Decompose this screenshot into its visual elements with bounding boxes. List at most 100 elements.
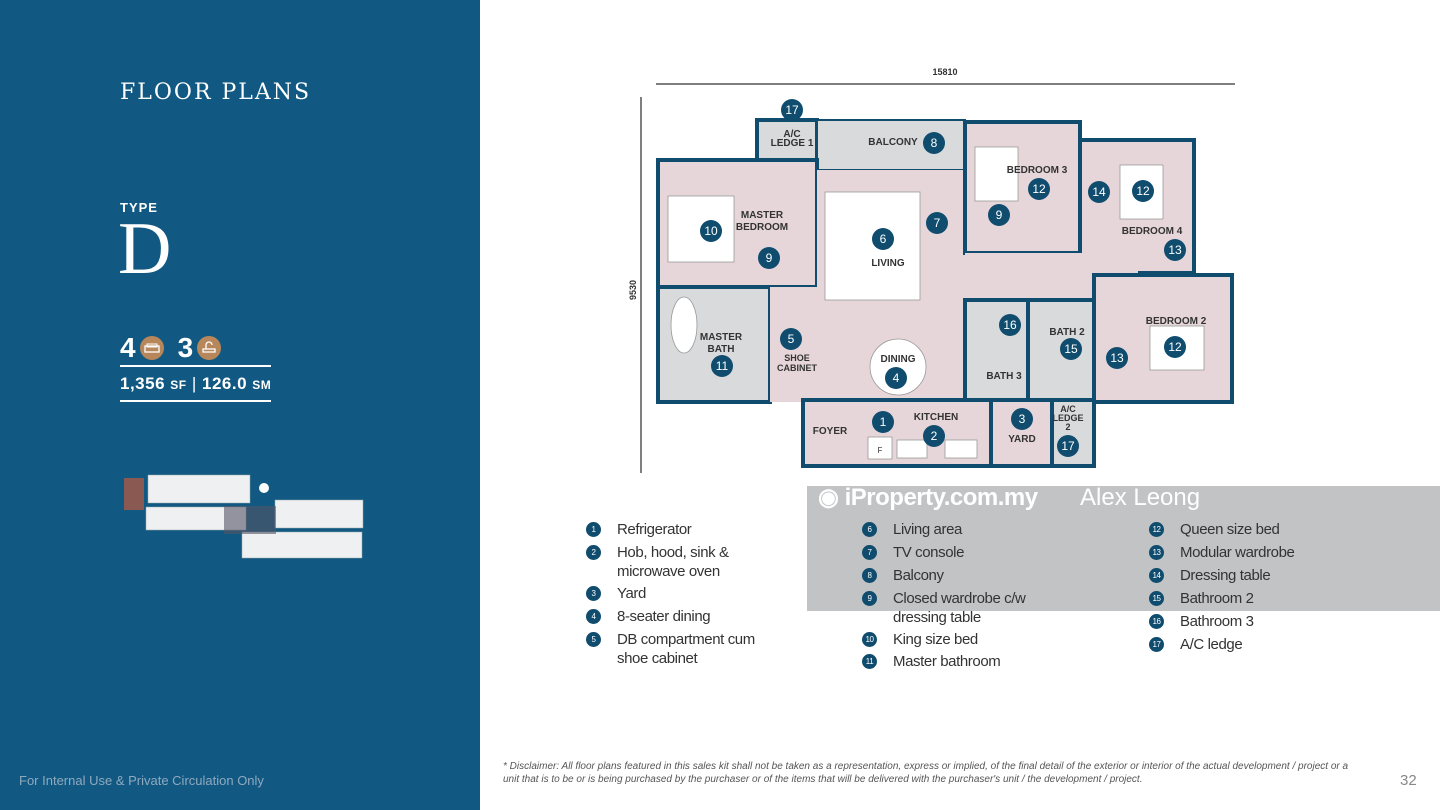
marker-number: 11 bbox=[716, 359, 729, 373]
room-label: CABINET bbox=[777, 363, 818, 373]
marker-circle bbox=[758, 247, 780, 269]
marker-number: 9 bbox=[766, 251, 773, 265]
marker-number: 7 bbox=[934, 216, 941, 230]
legend-text: King size bed bbox=[893, 631, 978, 648]
room-label: KITCHEN bbox=[914, 412, 958, 423]
marker-number: 13 bbox=[1110, 351, 1124, 365]
marker-circle bbox=[780, 328, 802, 350]
bed-3 bbox=[974, 146, 1019, 202]
footer-note: For Internal Use & Private Circulation O… bbox=[19, 773, 264, 788]
legend-item: 5 DB compartment cum shoe cabinet bbox=[586, 630, 783, 668]
marker-number: 9 bbox=[996, 208, 1003, 222]
plan-marker: 16 bbox=[999, 314, 1021, 336]
plan-marker: 13 bbox=[1164, 239, 1186, 261]
marker-circle bbox=[885, 367, 907, 389]
legend-number: 16 bbox=[1149, 614, 1164, 629]
room-label: MASTER bbox=[700, 332, 743, 343]
legend-text: Hob, hood, sink & microwave oven bbox=[617, 544, 729, 580]
plan-marker: 14 bbox=[1088, 181, 1110, 203]
width-dimension: 15810 bbox=[932, 67, 957, 77]
marker-circle bbox=[1164, 239, 1186, 261]
area-sm-unit: SM bbox=[252, 378, 272, 392]
plan-marker: 6 bbox=[872, 228, 894, 250]
marker-circle bbox=[923, 425, 945, 447]
marker-number: 17 bbox=[785, 103, 799, 117]
legend-number: 9 bbox=[862, 591, 877, 606]
divider bbox=[120, 365, 271, 367]
height-dimension: 9530 bbox=[628, 280, 638, 300]
plan-marker: 1 bbox=[872, 411, 894, 433]
room-label: YARD bbox=[1008, 434, 1035, 445]
legend-text: Closed wardrobe c/w dressing table bbox=[893, 590, 1026, 626]
marker-circle bbox=[1164, 336, 1186, 358]
room-label: BEDROOM bbox=[736, 222, 788, 233]
sink bbox=[944, 439, 978, 459]
type-value: D bbox=[118, 208, 172, 290]
legend-number: 11 bbox=[862, 654, 877, 669]
legend-text: Bathroom 2 bbox=[1180, 590, 1254, 607]
marker-number: 12 bbox=[1136, 184, 1150, 198]
room-counts: 4 3 bbox=[120, 332, 231, 364]
plan-marker: 17 bbox=[1057, 435, 1079, 457]
fridge-label: F bbox=[878, 446, 883, 455]
room-label: FOYER bbox=[813, 426, 848, 437]
legend-number: 17 bbox=[1149, 637, 1164, 652]
legend-text: Yard bbox=[617, 585, 646, 602]
room-label: MASTER bbox=[741, 210, 784, 221]
marker-circle bbox=[923, 132, 945, 154]
marker-circle bbox=[1057, 435, 1079, 457]
marker-circle bbox=[711, 355, 733, 377]
room-label: 2 bbox=[1065, 422, 1070, 432]
legend-number: 15 bbox=[1149, 591, 1164, 606]
plan-marker: 3 bbox=[1011, 408, 1033, 430]
marker-circle bbox=[872, 411, 894, 433]
room-label: A/C bbox=[783, 129, 800, 140]
marker-circle bbox=[781, 99, 803, 121]
room-label: LEDGE bbox=[1052, 413, 1083, 423]
marker-circle bbox=[700, 220, 722, 242]
legend-number: 12 bbox=[1149, 522, 1164, 537]
hob bbox=[896, 439, 928, 459]
legend-number: 5 bbox=[586, 632, 601, 647]
area-sf: 1,356 bbox=[120, 374, 166, 393]
bed-icon bbox=[139, 336, 164, 360]
legend-item: 15 Bathroom 2 bbox=[1149, 589, 1361, 608]
bedroom-count: 4 bbox=[120, 332, 136, 363]
page-title: FLOOR PLANS bbox=[120, 80, 312, 105]
page-number: 32 bbox=[1400, 772, 1417, 789]
area-sm: 126.0 bbox=[202, 374, 248, 393]
room-label: A/C bbox=[1060, 404, 1076, 414]
legend-text: Balcony bbox=[893, 567, 944, 584]
marker-circle bbox=[1132, 180, 1154, 202]
legend-text: DB compartment cum shoe cabinet bbox=[617, 631, 755, 667]
legend-number: 6 bbox=[862, 522, 877, 537]
marker-number: 16 bbox=[1003, 318, 1017, 332]
legend-text: A/C ledge bbox=[1180, 636, 1243, 653]
key-plan bbox=[124, 474, 364, 559]
legend-text: TV console bbox=[893, 544, 965, 561]
marker-number: 15 bbox=[1064, 342, 1078, 356]
plan-marker: 8 bbox=[923, 132, 945, 154]
legend-text: Refrigerator bbox=[617, 521, 692, 538]
marker-number: 6 bbox=[880, 232, 887, 246]
room-label: BATH 3 bbox=[986, 371, 1022, 382]
plan-marker: 9 bbox=[758, 247, 780, 269]
divider bbox=[120, 400, 271, 402]
living-rug bbox=[824, 191, 921, 301]
plan-marker: 7 bbox=[926, 212, 948, 234]
legend-number: 10 bbox=[862, 632, 877, 647]
north-icon bbox=[259, 483, 269, 493]
marker-number: 2 bbox=[931, 429, 938, 443]
marker-number: 12 bbox=[1032, 182, 1046, 196]
legend-text: Dressing table bbox=[1180, 567, 1271, 584]
legend-item: 17 A/C ledge bbox=[1149, 635, 1361, 654]
plan-marker: 17 bbox=[781, 99, 803, 121]
